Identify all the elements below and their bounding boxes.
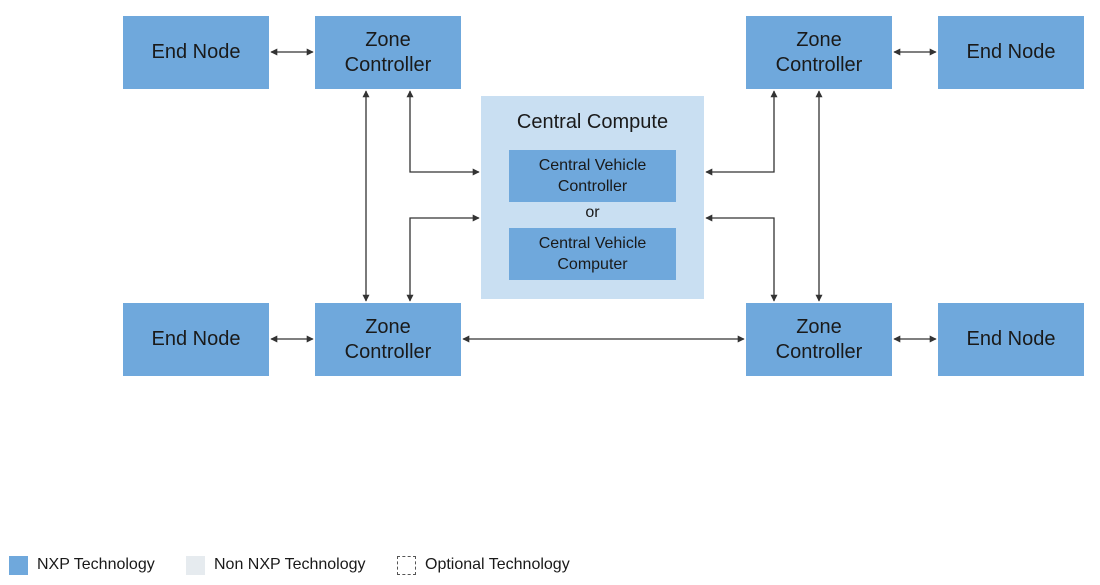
legend-non-nxp-swatch	[186, 555, 205, 575]
legend-optional-label: Optional Technology	[425, 556, 570, 573]
end-node-top-left: End Node	[123, 16, 269, 89]
end-node-label: End Node	[151, 328, 241, 350]
link-zone-bottom-left-central	[406, 214, 480, 302]
link-zone-top-left-central	[406, 90, 480, 176]
end-node-label: End Node	[966, 41, 1056, 63]
end-node-label: End Node	[151, 41, 241, 63]
legend-nxp-label: NXP Technology	[37, 556, 155, 573]
central-compute-title: Central Compute	[516, 111, 669, 133]
end-node-top-right: End Node	[938, 16, 1084, 89]
zone-controller-label: Zone Controller	[344, 315, 432, 363]
zone-controller-label: Zone Controller	[344, 28, 432, 76]
legend-nxp-swatch	[9, 555, 28, 575]
central-vehicle-controller: Central Vehicle Controller	[509, 150, 676, 202]
central-vehicle-computer-label: Central Vehicle Computer	[538, 235, 647, 273]
central-vehicle-controller-label: Central Vehicle Controller	[538, 157, 647, 195]
central-vehicle-computer: Central Vehicle Computer	[509, 228, 676, 280]
end-node-label: End Node	[966, 328, 1056, 350]
legend-non-nxp-label: Non NXP Technology	[214, 556, 366, 573]
link-zone-top-right-central	[705, 90, 778, 176]
zone-controller-top-right: Zone Controller	[746, 16, 892, 89]
zone-controller-top-left: Zone Controller	[315, 16, 461, 89]
legend-optional-swatch	[397, 555, 416, 575]
zone-controller-bottom-right: Zone Controller	[746, 303, 892, 376]
zone-controller-label: Zone Controller	[775, 315, 863, 363]
end-node-bottom-left: End Node	[123, 303, 269, 376]
zone-controller-label: Zone Controller	[775, 28, 863, 76]
zone-controller-bottom-left: Zone Controller	[315, 303, 461, 376]
legend-nxp: NXP Technology	[9, 554, 155, 576]
legend-non-nxp: Non NXP Technology	[186, 554, 366, 576]
link-zone-bottom-right-central	[705, 214, 778, 302]
or-label: or	[585, 204, 600, 221]
end-node-bottom-right: End Node	[938, 303, 1084, 376]
legend-optional: Optional Technology	[397, 554, 570, 576]
